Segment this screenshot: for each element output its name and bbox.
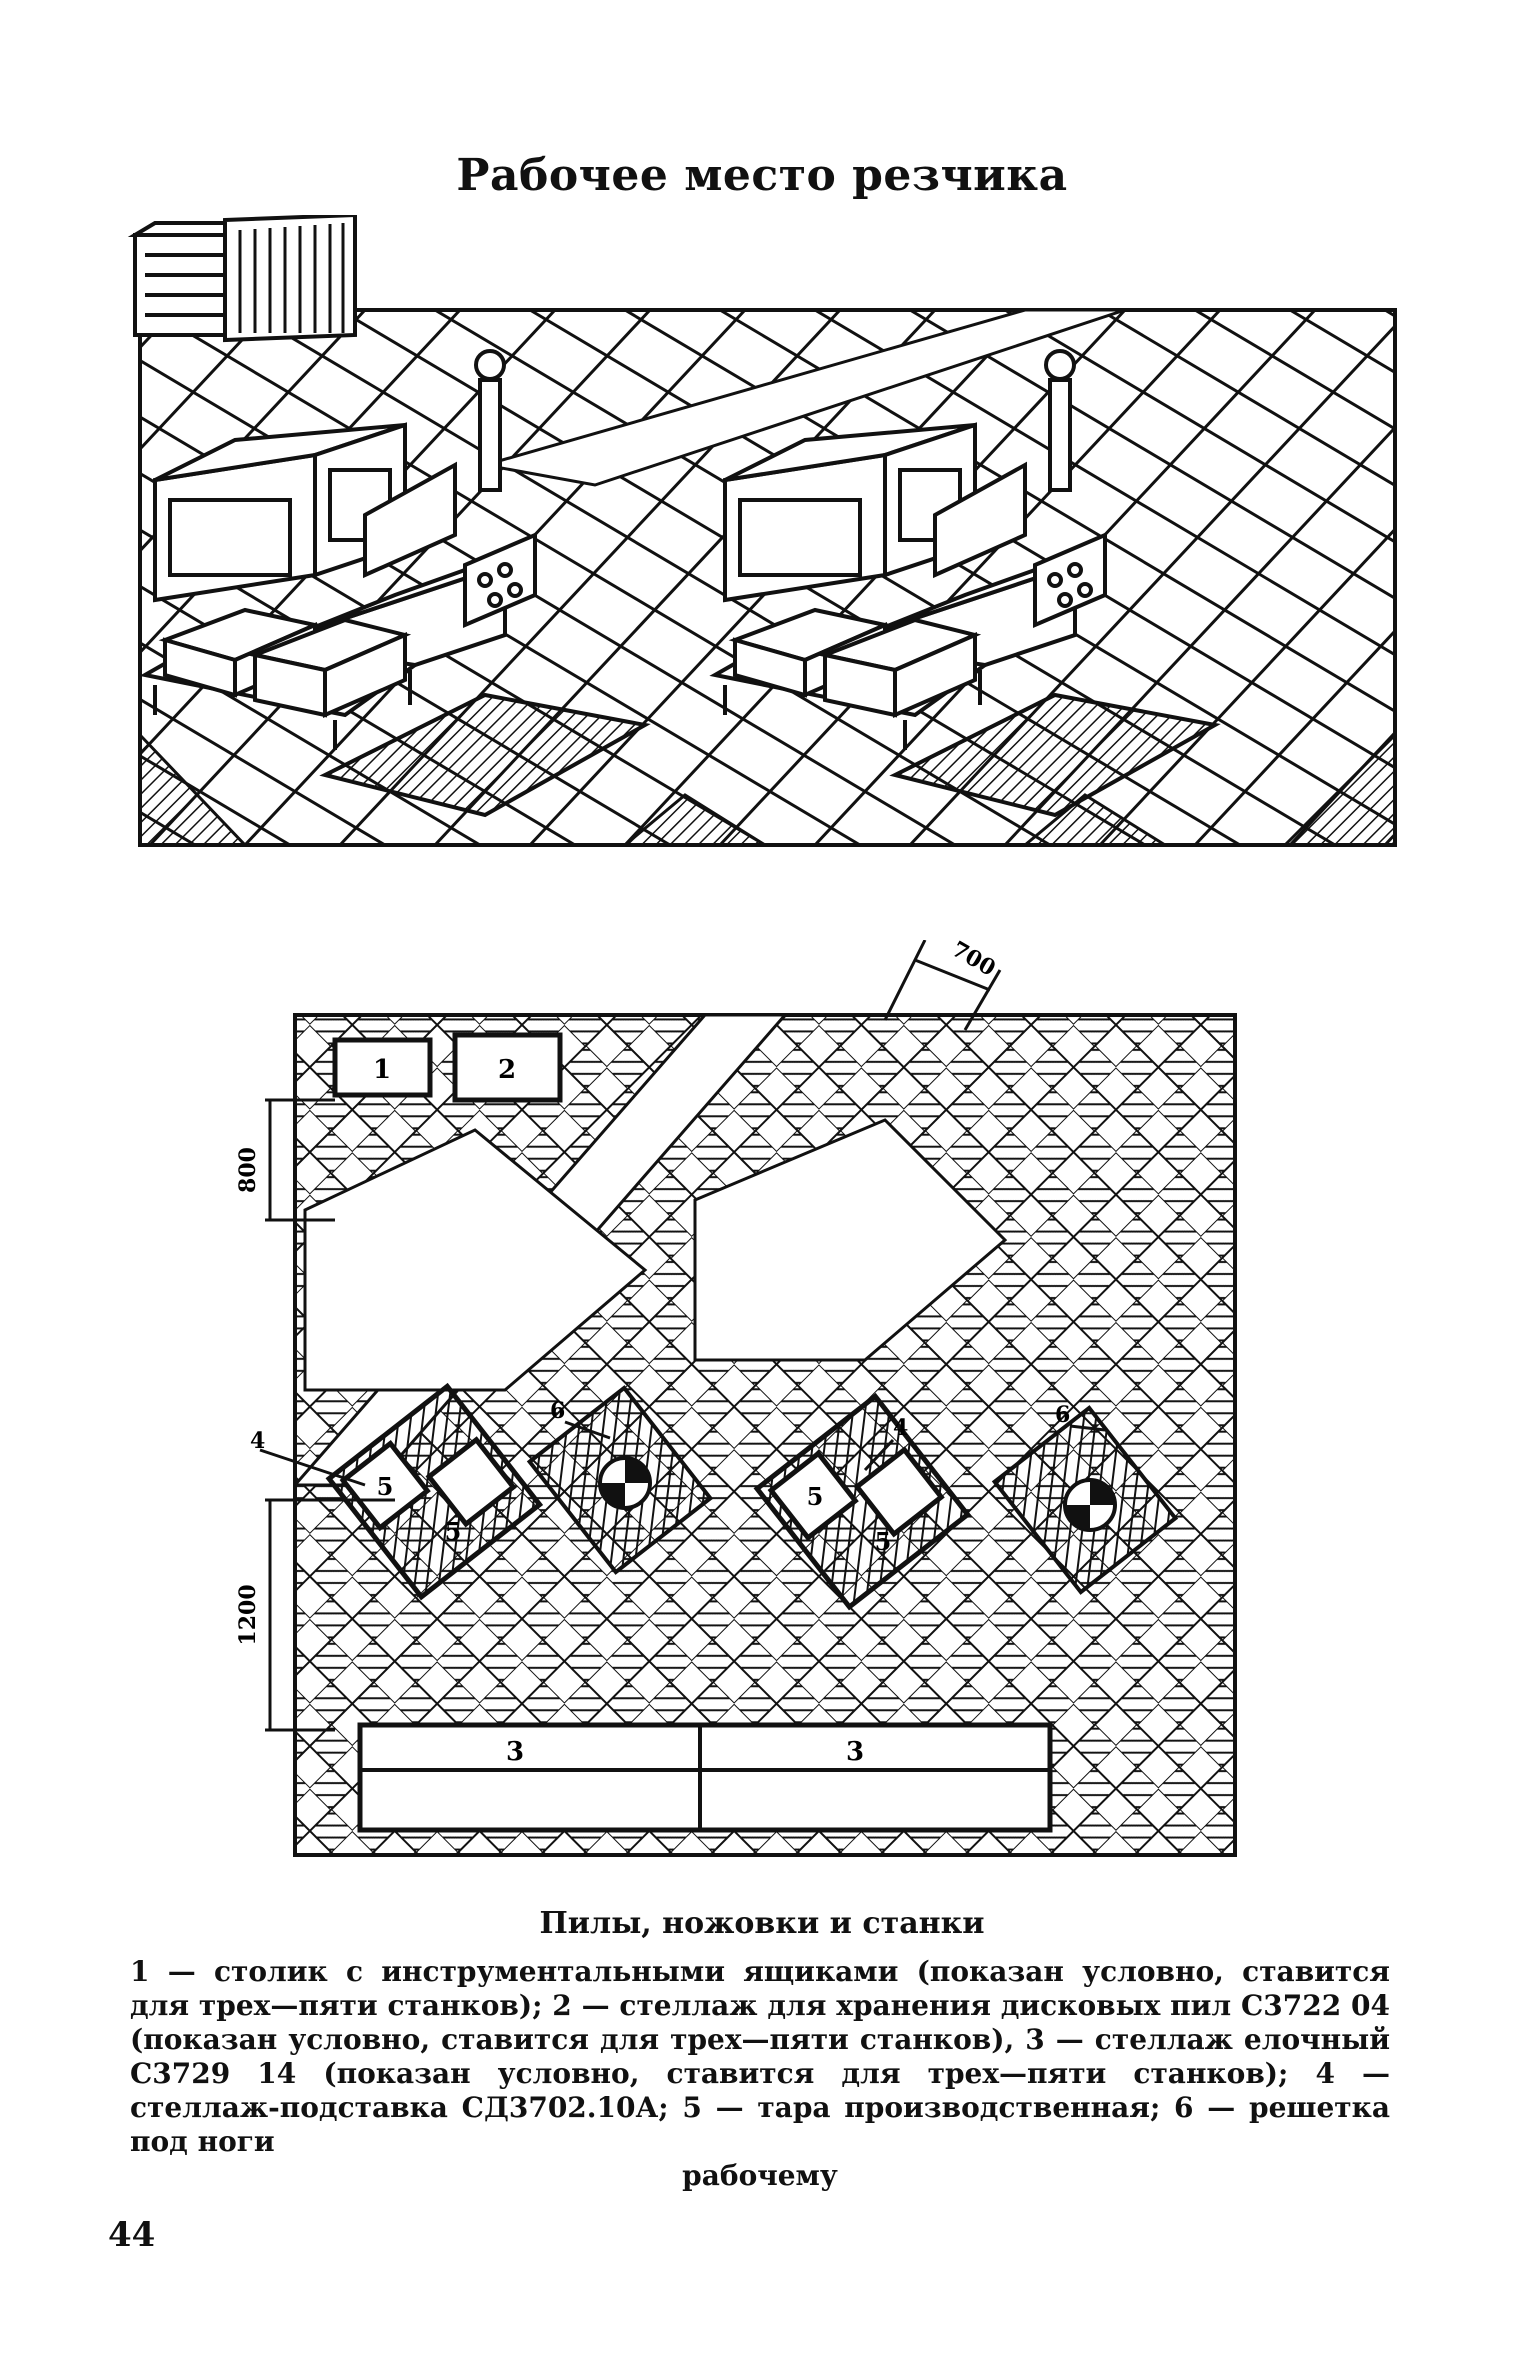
floor-plan: 1 2 5 5 4 6 5 5 4 6 3 3 (235, 940, 1237, 1857)
figure-caption-title: Пилы, ножовки и станки (539, 1906, 985, 1941)
label-box-5-d: 5 (875, 1527, 892, 1556)
label-grate-6-left: 6 (550, 1398, 565, 1424)
label-box-5-b: 5 (445, 1517, 462, 1546)
dimension-lines (265, 940, 1002, 1732)
label-rack-2: 2 (498, 1055, 516, 1085)
dimension-left-lower: 1200 (235, 1584, 261, 1645)
legend-last-line: рабочему (682, 2159, 838, 2192)
label-rack-3-left: 3 (506, 1737, 524, 1767)
label-rack-3-right: 3 (846, 1737, 864, 1767)
saw-machine-left (139, 349, 651, 818)
label-stand-1: 1 (373, 1055, 391, 1085)
operator-position-left-icon (598, 1456, 652, 1510)
plan-rack-4-right (753, 1392, 972, 1611)
saw-machine-right (709, 349, 1221, 818)
page-number: 44 (108, 2215, 156, 2255)
workplace-perspective-illustration (127, 215, 1397, 847)
plan-rack-4-left (325, 1382, 544, 1601)
label-box-5-c: 5 (807, 1482, 824, 1511)
plan-rack-3 (357, 1722, 1053, 1833)
dimension-left-upper: 800 (235, 1147, 261, 1193)
tool-cabinet (127, 215, 357, 343)
label-box-5-a: 5 (377, 1472, 394, 1501)
plan-stand-1 (332, 1037, 433, 1098)
page-title: Рабочее место резчика (456, 150, 1068, 201)
legend-text: 1 — столик с инструментальными ящиками (… (130, 1955, 1390, 2158)
label-grate-6-right: 6 (1055, 1402, 1070, 1428)
label-rack-4-left: 4 (250, 1428, 265, 1454)
plan-rack-2 (452, 1032, 563, 1103)
figure-legend: 1 — столик с инструментальными ящиками (… (130, 1955, 1390, 2193)
label-rack-4-right: 4 (893, 1415, 908, 1441)
operator-position-right-icon (1063, 1478, 1117, 1532)
